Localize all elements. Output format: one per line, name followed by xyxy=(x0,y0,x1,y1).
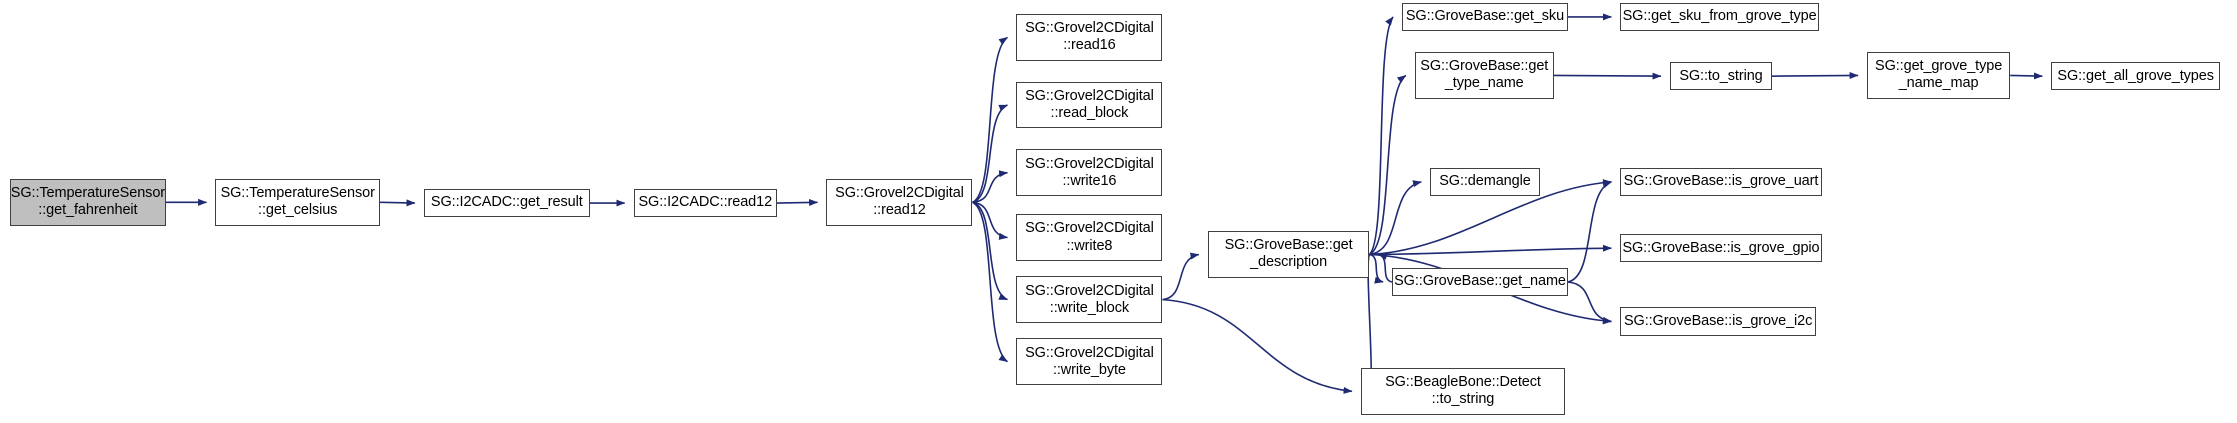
graph-edge xyxy=(776,198,819,206)
graph-node-n16[interactable]: SG::BeagleBone::Detect ::to_string xyxy=(1360,368,1566,415)
graph-edge xyxy=(1772,72,1859,80)
graph-node-label: SG::get_sku_from_grove_type xyxy=(1622,8,1817,25)
graph-edge xyxy=(972,201,1008,301)
graph-edge xyxy=(972,104,1008,204)
graph-node-n5[interactable]: SG::Grovel2CDigital ::read16 xyxy=(1016,14,1163,61)
graph-node-label: SG::GroveBase::get_sku xyxy=(1405,8,1565,25)
graph-node-n19[interactable]: SG::GroveBase::is_grove_uart xyxy=(1620,167,1822,196)
graph-node-n9[interactable]: SG::Grovel2CDigital ::write_block xyxy=(1016,276,1163,323)
graph-node-label: SG::I2CADC::read12 xyxy=(638,194,773,211)
graph-node-label: SG::get_all_grove_types xyxy=(2057,67,2214,84)
graph-node-n2[interactable]: SG::I2CADC::get_result xyxy=(423,188,590,218)
graph-edge xyxy=(1369,244,1612,256)
graph-edge xyxy=(2010,72,2043,80)
graph-edge xyxy=(1567,281,1612,324)
graph-node-n17[interactable]: SG::get_sku_from_grove_type xyxy=(1620,2,1819,31)
graph-node-n1[interactable]: SG::TemperatureSensor ::get_celsius xyxy=(215,179,380,226)
graph-node-label: SG::GroveBase::get_name xyxy=(1394,273,1566,290)
graph-edge xyxy=(972,201,1008,363)
graph-node-n6[interactable]: SG::Grovel2CDigital ::read_block xyxy=(1016,81,1163,129)
graph-edge xyxy=(972,201,1009,240)
graph-node-n20[interactable]: SG::GroveBase::is_grove_gpio xyxy=(1620,234,1822,263)
graph-edge xyxy=(1553,72,1662,80)
graph-node-n21[interactable]: SG::GroveBase::is_grove_i2c xyxy=(1620,307,1816,336)
graph-node-label: SG::demangle xyxy=(1439,173,1531,190)
graph-node-label: SG::Grovel2CDigital ::write_block xyxy=(1025,282,1154,316)
graph-node-label: SG::Grovel2CDigital ::write_byte xyxy=(1025,344,1154,378)
graph-node-n4[interactable]: SG::Grovel2CDigital ::read12 xyxy=(826,179,973,226)
graph-edge xyxy=(972,170,1009,204)
graph-node-label: SG::to_string xyxy=(1679,67,1763,84)
graph-node-n13[interactable]: SG::GroveBase::get _type_name xyxy=(1414,52,1554,99)
graph-node-n7[interactable]: SG::Grovel2CDigital ::write16 xyxy=(1016,149,1163,196)
graph-node-label: SG::GroveBase::get _description xyxy=(1224,237,1353,271)
graph-node-n0[interactable]: SG::TemperatureSensor ::get_fahrenheit xyxy=(9,179,166,226)
graph-node-label: SG::I2CADC::get_result xyxy=(430,194,583,211)
graph-edge xyxy=(379,199,416,207)
graph-node-label: SG::get_grove_type _name_map xyxy=(1875,58,2003,92)
graph-node-n12[interactable]: SG::GroveBase::get_sku xyxy=(1402,2,1568,31)
graph-node-label: SG::Grovel2CDigital ::read12 xyxy=(835,185,964,219)
graph-node-label: SG::TemperatureSensor ::get_celsius xyxy=(220,185,375,219)
graph-node-label: SG::TemperatureSensor ::get_fahrenheit xyxy=(10,185,166,219)
graph-node-label: SG::GroveBase::is_grove_uart xyxy=(1623,173,1819,190)
graph-node-label: SG::Grovel2CDigital ::write8 xyxy=(1025,220,1154,254)
graph-node-label: SG::GroveBase::get _type_name xyxy=(1420,58,1549,92)
graph-node-label: SG::BeagleBone::Detect ::to_string xyxy=(1385,374,1541,408)
graph-edge xyxy=(1162,298,1353,394)
graph-node-n8[interactable]: SG::Grovel2CDigital ::write8 xyxy=(1016,214,1163,261)
graph-node-n14[interactable]: SG::demangle xyxy=(1430,167,1540,196)
graph-node-n3[interactable]: SG::I2CADC::read12 xyxy=(633,188,777,218)
graph-node-label: SG::GroveBase::is_grove_gpio xyxy=(1622,239,1820,256)
graph-node-label: SG::Grovel2CDigital ::read_block xyxy=(1025,87,1154,122)
graph-edge xyxy=(972,36,1008,204)
graph-node-label: SG::Grovel2CDigital ::write16 xyxy=(1025,155,1154,189)
graph-edge xyxy=(1368,16,1394,256)
graph-node-n11[interactable]: SG::GroveBase::get _description xyxy=(1207,231,1370,278)
graph-edge xyxy=(1377,252,1393,283)
graph-edge xyxy=(1567,181,1612,283)
graph-edge xyxy=(1369,180,1422,256)
graph-node-n15[interactable]: SG::GroveBase::get_name xyxy=(1392,267,1568,297)
graph-node-n10[interactable]: SG::Grovel2CDigital ::write_byte xyxy=(1016,338,1163,385)
graph-node-n18[interactable]: SG::to_string xyxy=(1669,62,1773,91)
graph-edge xyxy=(1369,253,1384,284)
graph-edge xyxy=(1369,179,1612,256)
graph-edge xyxy=(1368,74,1407,256)
graph-node-n23[interactable]: SG::get_all_grove_types xyxy=(2051,62,2220,91)
graph-node-label: SG::Grovel2CDigital ::read16 xyxy=(1025,20,1154,54)
graph-node-n22[interactable]: SG::get_grove_type _name_map xyxy=(1867,52,2011,99)
graph-edge xyxy=(1162,252,1200,301)
graph-node-label: SG::GroveBase::is_grove_i2c xyxy=(1623,312,1813,329)
